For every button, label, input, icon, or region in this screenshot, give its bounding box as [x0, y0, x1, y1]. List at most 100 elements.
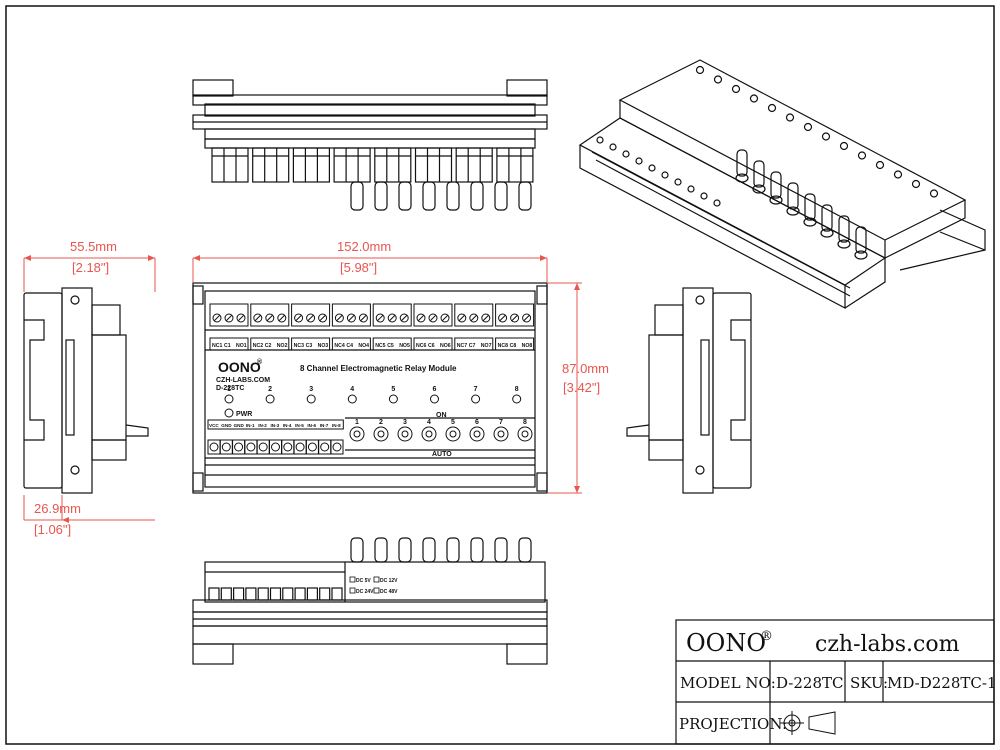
on-label: ON	[436, 412, 447, 419]
terminal-screw-icon	[510, 313, 520, 323]
toggle-lever-icon	[521, 430, 529, 438]
bottom-terminal	[257, 587, 269, 601]
led-channel-number: 1	[227, 386, 231, 393]
iso-terminal-screw-icon	[893, 170, 903, 179]
title-block-registered: ®	[760, 629, 773, 644]
top-knob-icon	[518, 181, 532, 211]
terminal-screw-icon	[236, 313, 246, 323]
bottom-knob-icon	[398, 537, 412, 563]
iso-terminal-screw-icon	[731, 84, 741, 94]
header-label-text: NO5	[399, 343, 410, 349]
channel-led-icon	[224, 394, 234, 404]
header-label-text: NC8	[498, 343, 508, 349]
top-knob-icon	[446, 181, 460, 211]
iso-terminal-screw-icon	[713, 199, 721, 207]
iso-switch-knob-icon	[821, 204, 833, 232]
width-dimension-in: [5.98"]	[340, 260, 377, 275]
header-label-box	[209, 337, 249, 351]
terminal-screw-icon	[334, 313, 344, 323]
front-terminal-block	[250, 303, 290, 327]
iso-terminal-screw-icon	[911, 179, 921, 189]
top-terminal-block	[414, 147, 453, 183]
terminal-screw-icon	[399, 313, 409, 323]
channel-led-icon	[265, 394, 275, 404]
toggle-switch-icon	[421, 426, 437, 442]
terminal-screw-icon	[224, 313, 234, 323]
bottom-terminal	[220, 587, 232, 601]
iso-terminal-screw-icon	[695, 65, 705, 75]
terminal-screw-icon	[307, 442, 317, 452]
front-terminal-block	[495, 303, 535, 327]
terminal-screw-icon	[522, 313, 532, 323]
sku-value: MD-D228TC-1	[887, 674, 996, 692]
front-terminal-block	[291, 303, 331, 327]
header-label-text: NC6	[416, 343, 426, 349]
auto-label: AUTO	[432, 451, 452, 458]
input-label-text: VCC	[209, 423, 219, 428]
header-label-text: NO8	[522, 343, 533, 349]
toggle-switch-icon	[397, 426, 413, 442]
input-label-text: IN-6	[307, 423, 316, 428]
rail-dimension-in: [1.06"]	[34, 522, 71, 537]
iso-terminal-screw-icon	[857, 151, 867, 160]
toggle-switch-icon	[493, 426, 509, 442]
header-label-text: NC3	[294, 343, 304, 349]
board-brand-text: OONO	[218, 359, 261, 375]
terminal-screw-icon	[332, 442, 342, 452]
front-terminal-block	[209, 303, 249, 327]
input-label-text: IN-8	[332, 423, 341, 428]
bottom-knob-icon	[446, 537, 460, 563]
header-label-text: NO6	[440, 343, 451, 349]
terminal-screw-icon	[271, 442, 280, 452]
terminal-screw-icon	[306, 313, 316, 323]
toggle-lever-icon	[497, 430, 505, 438]
terminal-screw-icon	[234, 442, 244, 452]
toggle-lever-icon	[473, 430, 481, 438]
left-side-view	[23, 287, 149, 494]
iso-switch-base-icon	[803, 217, 817, 227]
iso-terminal-screw-icon	[648, 164, 656, 172]
bottom-knob-icon	[422, 537, 436, 563]
toggle-switch-icon	[469, 426, 485, 442]
header-label-text: NO7	[481, 343, 492, 349]
led-channel-number: 3	[309, 386, 313, 393]
toggle-switch-icon	[517, 426, 533, 442]
front-terminal-block	[454, 303, 494, 327]
header-label-text: NO3	[318, 343, 329, 349]
iso-terminal-screw-icon	[713, 75, 723, 84]
header-label-text: C7	[469, 343, 476, 349]
top-view	[192, 79, 548, 211]
header-label-text: NC1	[212, 343, 222, 349]
toggle-lever-icon	[449, 430, 457, 438]
top-knob-icon	[470, 181, 484, 211]
iso-switch-knob-icon	[855, 226, 867, 254]
channel-led-icon	[306, 394, 316, 404]
channel-led-icon	[388, 394, 398, 404]
voltage-checkbox-icon	[373, 587, 380, 594]
terminal-screw-icon	[358, 313, 368, 323]
terminal-screw-icon	[221, 442, 231, 452]
voltage-checkbox-icon	[349, 576, 356, 583]
terminal-screw-icon	[212, 313, 222, 323]
top-terminal-block	[252, 147, 290, 183]
terminal-screw-icon	[294, 313, 304, 323]
header-label-text: NC2	[253, 343, 263, 349]
header-label-text: NO2	[277, 343, 288, 349]
iso-terminal-screw-icon	[821, 132, 831, 141]
iso-terminal-screw-icon	[767, 103, 777, 113]
terminal-screw-icon	[318, 313, 328, 323]
iso-switch-base-icon	[786, 206, 800, 216]
toggle-lever-icon	[425, 430, 433, 438]
terminal-screw-icon	[277, 313, 287, 323]
iso-switch-base-icon	[820, 228, 834, 238]
header-label-box	[291, 337, 331, 351]
switch-channel-number: 4	[427, 419, 431, 426]
model-no-value: D-228TC	[776, 674, 844, 692]
toggle-lever-icon	[377, 430, 385, 438]
channel-led-icon	[471, 394, 481, 404]
title-block-brand: OONO	[686, 629, 766, 657]
iso-terminal-screw-icon	[749, 94, 759, 103]
channel-led-icon	[430, 394, 439, 404]
top-terminal-block	[292, 147, 330, 183]
header-label-box	[413, 337, 453, 351]
